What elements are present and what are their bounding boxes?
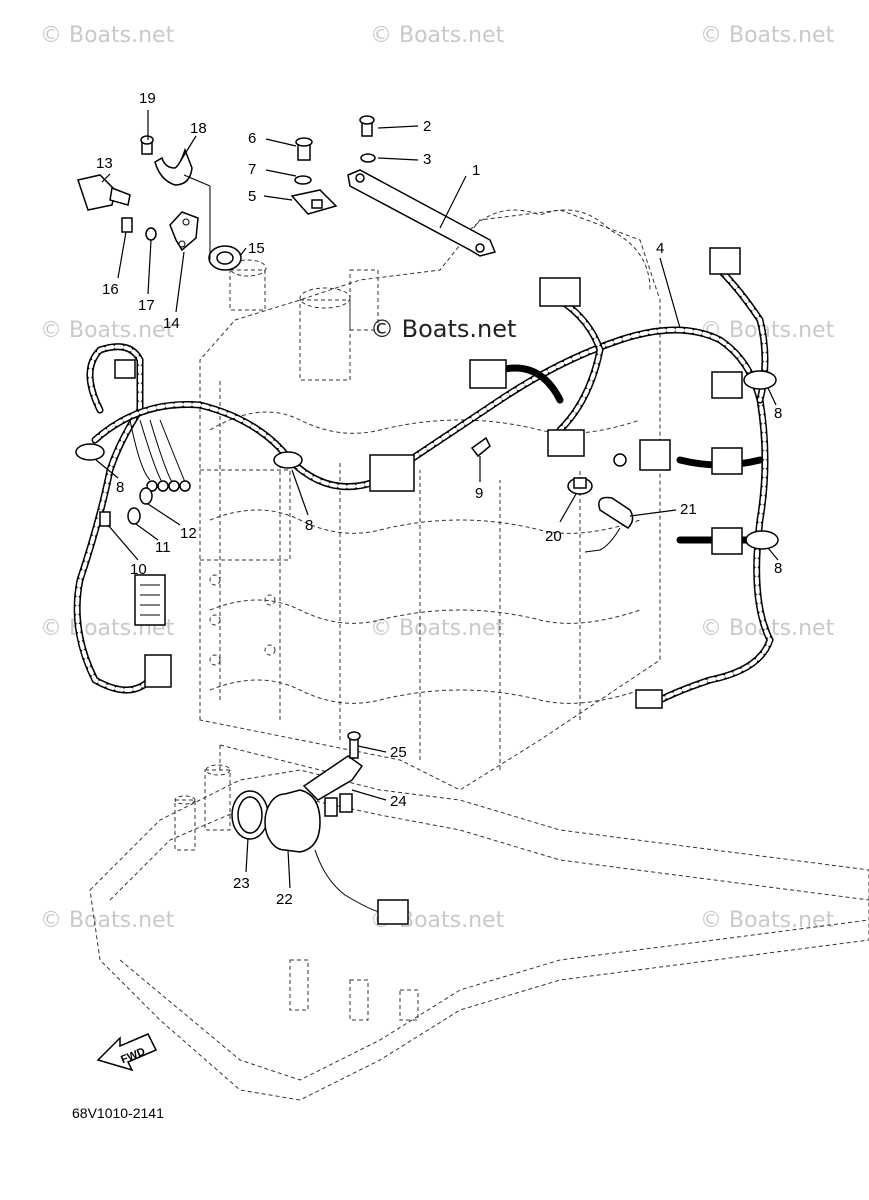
callout-5: 5 xyxy=(248,188,256,205)
callout-19: 19 xyxy=(139,90,156,107)
watermark: © Boats.net xyxy=(700,908,835,933)
callout-15: 15 xyxy=(248,240,265,257)
callout-20: 20 xyxy=(545,528,562,545)
callout-9: 9 xyxy=(475,485,483,502)
fwd-arrow-icon: FWD xyxy=(96,1033,158,1072)
callout-4: 4 xyxy=(656,240,664,257)
callout-6: 6 xyxy=(248,130,256,147)
callout-23: 23 xyxy=(233,875,250,892)
watermark-center: © Boats.net xyxy=(370,315,516,343)
callout-18: 18 xyxy=(190,120,207,137)
watermark: © Boats.net xyxy=(370,616,505,641)
leader-lines xyxy=(95,110,779,889)
engine-block xyxy=(199,209,661,791)
watermark: © Boats.net xyxy=(40,908,175,933)
watermark: © Boats.net xyxy=(370,23,505,48)
callout-12: 12 xyxy=(180,525,197,542)
callout-24: 24 xyxy=(390,793,407,810)
wire-clamps xyxy=(75,370,779,550)
callout-21: 21 xyxy=(680,501,697,518)
callout-16: 16 xyxy=(102,281,119,298)
lower-parts xyxy=(231,731,409,925)
watermark: © Boats.net xyxy=(700,23,835,48)
callout-10: 10 xyxy=(130,561,147,578)
callout-8: 8 xyxy=(305,517,313,534)
callout-25: 25 xyxy=(390,744,407,761)
callout-8: 8 xyxy=(116,479,124,496)
callout-3: 3 xyxy=(423,151,431,168)
callout-labels: 1 2 3 4 5 6 7 8 8 8 8 9 10 11 12 13 14 1… xyxy=(96,90,782,908)
watermark: © Boats.net xyxy=(40,318,175,343)
callout-17: 17 xyxy=(138,297,155,314)
callout-14: 14 xyxy=(163,315,180,332)
callout-2: 2 xyxy=(423,118,431,135)
callout-7: 7 xyxy=(248,161,256,178)
callout-11: 11 xyxy=(155,539,171,556)
callout-8: 8 xyxy=(774,560,782,577)
callout-8: 8 xyxy=(774,405,782,422)
diagram-code: 68V1010-2141 xyxy=(72,1105,164,1121)
top-parts xyxy=(77,115,634,553)
watermark: © Boats.net xyxy=(40,23,175,48)
callout-13: 13 xyxy=(96,155,113,172)
callout-22: 22 xyxy=(276,891,293,908)
callout-1: 1 xyxy=(472,162,480,179)
